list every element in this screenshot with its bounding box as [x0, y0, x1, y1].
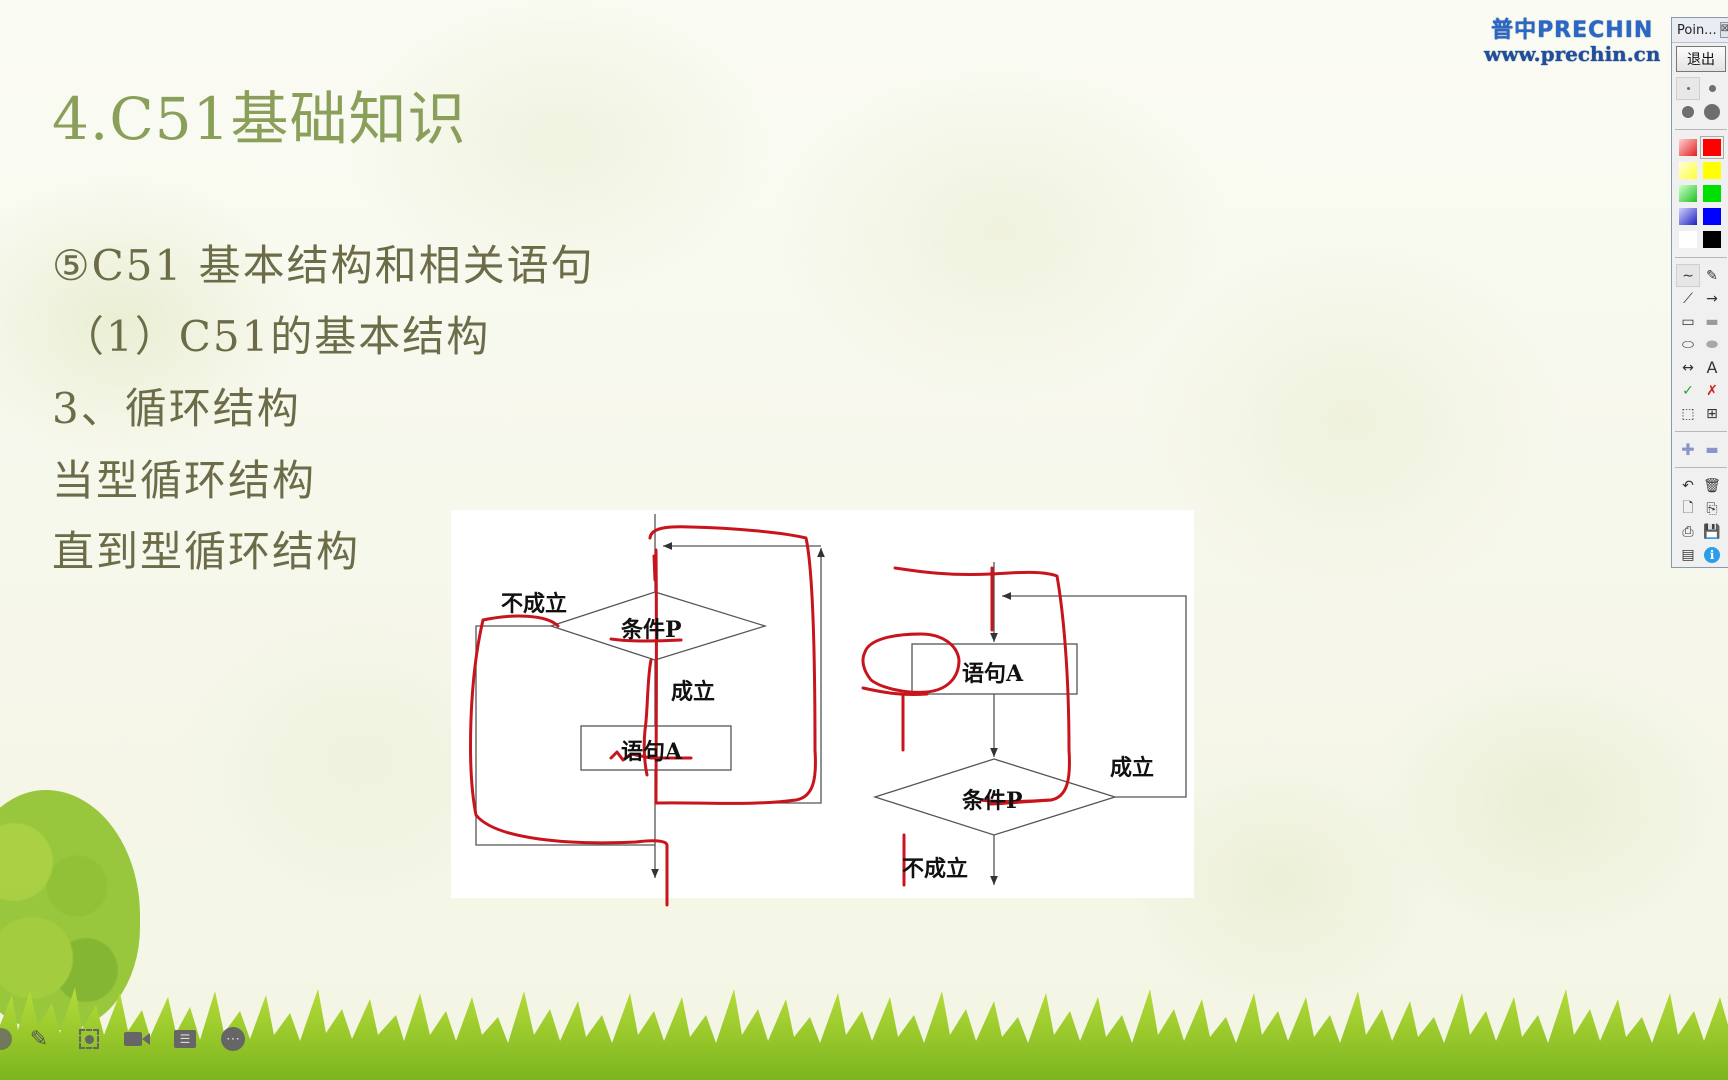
color-yellow-gradient-swatch[interactable] [1676, 159, 1700, 182]
print-icon[interactable]: ⎙ [1682, 523, 1694, 540]
line-icon[interactable]: ⟋ [1683, 290, 1693, 307]
partial-control-icon[interactable] [0, 1026, 14, 1052]
info-icon[interactable]: ℹ [1700, 543, 1724, 566]
color-white-swatch[interactable] [1676, 228, 1700, 251]
exit-button[interactable]: 退出 [1676, 46, 1726, 72]
do-while-loop-label: 直到型循环结构 [52, 527, 361, 576]
undo-icon[interactable]: ↶ [1682, 477, 1694, 494]
check-icon[interactable]: ✓ [1682, 382, 1694, 399]
toolbar-divider [1675, 431, 1727, 432]
zoom-tools-grid: ✚ ▬ [1672, 436, 1728, 463]
color-yellow-swatch[interactable] [1700, 159, 1724, 182]
grass-decoration [0, 987, 1728, 1080]
color-red-swatch[interactable] [1700, 136, 1724, 159]
color-green-swatch[interactable] [1700, 182, 1724, 205]
dowhile-false-label: 不成立 [902, 856, 969, 882]
draw-tools-grid: ∼ ✎ ⟋ → ▭ ▬ ⬭ ⬬ ↔ A ✓ ✗ ⬚ ⊞ [1672, 262, 1728, 427]
eraser-icon[interactable]: ✎ [1706, 267, 1718, 284]
toolbar-divider [1675, 467, 1727, 468]
more-icon[interactable]: ⋯ [220, 1026, 246, 1052]
comment-icon[interactable]: ☰ [172, 1026, 198, 1052]
filled-rectangle-icon[interactable]: ▬ [1705, 313, 1719, 330]
while-condition-text: 条件P [621, 617, 682, 643]
flowchart-drawing [469, 514, 1187, 907]
while-loop-label: 当型循环结构 [52, 456, 317, 505]
toolbar-divider [1675, 129, 1727, 130]
flowchart-panel: 不成立 条件P 成立 语句A 语句A 条件P 成立 不成立 [451, 510, 1194, 907]
color-black-swatch[interactable] [1700, 228, 1724, 251]
new-page-icon[interactable]: 🗋 [1682, 499, 1694, 516]
logo-brand: 普中PRECHIN [1491, 18, 1654, 43]
red-annotations [469, 525, 1071, 907]
pen-size-medium-icon[interactable] [1676, 100, 1700, 123]
arrow-icon[interactable]: → [1706, 290, 1718, 307]
while-true-label: 成立 [671, 679, 716, 705]
subsection-heading: （1）C51的基本结构 [62, 312, 491, 361]
pointer-toolbar: Poin... ⊠ 退出 ∼ ✎ ⟋ → ▭ ▬ ⬭ ⬬ ↔ A ✓ ✗ ⬚ ⊞ [1671, 17, 1728, 568]
color-red-gradient-swatch[interactable] [1676, 136, 1700, 159]
dowhile-condition-text: 条件P [962, 788, 1023, 814]
zoom-in-icon[interactable]: ✚ [1681, 440, 1695, 459]
slide-title: 4.C51基础知识 [52, 85, 467, 153]
pen-size-grid [1672, 75, 1728, 125]
color-blue-swatch[interactable] [1700, 205, 1724, 228]
color-blue-gradient-swatch[interactable] [1676, 205, 1700, 228]
logo-url: www.prechin.cn [1484, 42, 1661, 66]
pen-size-large-icon[interactable] [1700, 100, 1724, 123]
topic-heading: 3、循环结构 [52, 384, 301, 433]
color-green-gradient-swatch[interactable] [1676, 182, 1700, 205]
zoom-region-icon[interactable]: ⊞ [1706, 405, 1718, 422]
text-tool-icon[interactable]: A [1706, 358, 1718, 377]
close-icon[interactable]: ⊠ [1719, 22, 1728, 38]
ellipse-icon[interactable]: ⬭ [1682, 336, 1694, 353]
while-statement-text: 语句A [621, 739, 683, 765]
freehand-icon[interactable]: ∼ [1676, 264, 1700, 287]
cross-icon[interactable]: ✗ [1706, 382, 1718, 399]
pen-size-small-icon[interactable] [1700, 77, 1724, 100]
section-heading: ⑤C51 基本结构和相关语句 [52, 241, 595, 290]
double-arrow-icon[interactable]: ↔ [1682, 359, 1694, 376]
file-tools-grid: ↶ 🗑 🗋 ⎘ ⎙ 💾 ▤ ℹ [1672, 472, 1728, 568]
rectangle-icon[interactable]: ▭ [1681, 313, 1695, 330]
save-icon[interactable]: 💾 [1703, 523, 1721, 540]
zoom-out-icon[interactable]: ▬ [1705, 441, 1719, 458]
filled-ellipse-icon[interactable]: ⬬ [1706, 336, 1718, 353]
camera-icon[interactable] [123, 1026, 151, 1052]
pen-icon[interactable]: ✎ [29, 1026, 49, 1052]
screenshot-icon[interactable] [76, 1026, 102, 1052]
dowhile-true-label: 成立 [1110, 755, 1155, 781]
dowhile-statement-text: 语句A [962, 661, 1024, 687]
select-region-icon[interactable]: ⬚ [1681, 405, 1695, 422]
color-grid [1672, 134, 1728, 253]
toolbar-title: Poin... [1677, 22, 1717, 38]
toolbar-divider [1675, 257, 1727, 258]
pen-size-tiny-icon[interactable] [1676, 77, 1700, 100]
trash-icon[interactable]: 🗑 [1703, 477, 1721, 494]
toolbar-titlebar[interactable]: Poin... ⊠ [1672, 18, 1728, 43]
copy-icon[interactable]: ⎘ [1706, 500, 1718, 517]
while-false-label: 不成立 [501, 591, 568, 617]
prechin-logo: 普中PRECHIN www.prechin.cn [1484, 12, 1660, 66]
screen-icon[interactable]: ▤ [1681, 546, 1695, 563]
